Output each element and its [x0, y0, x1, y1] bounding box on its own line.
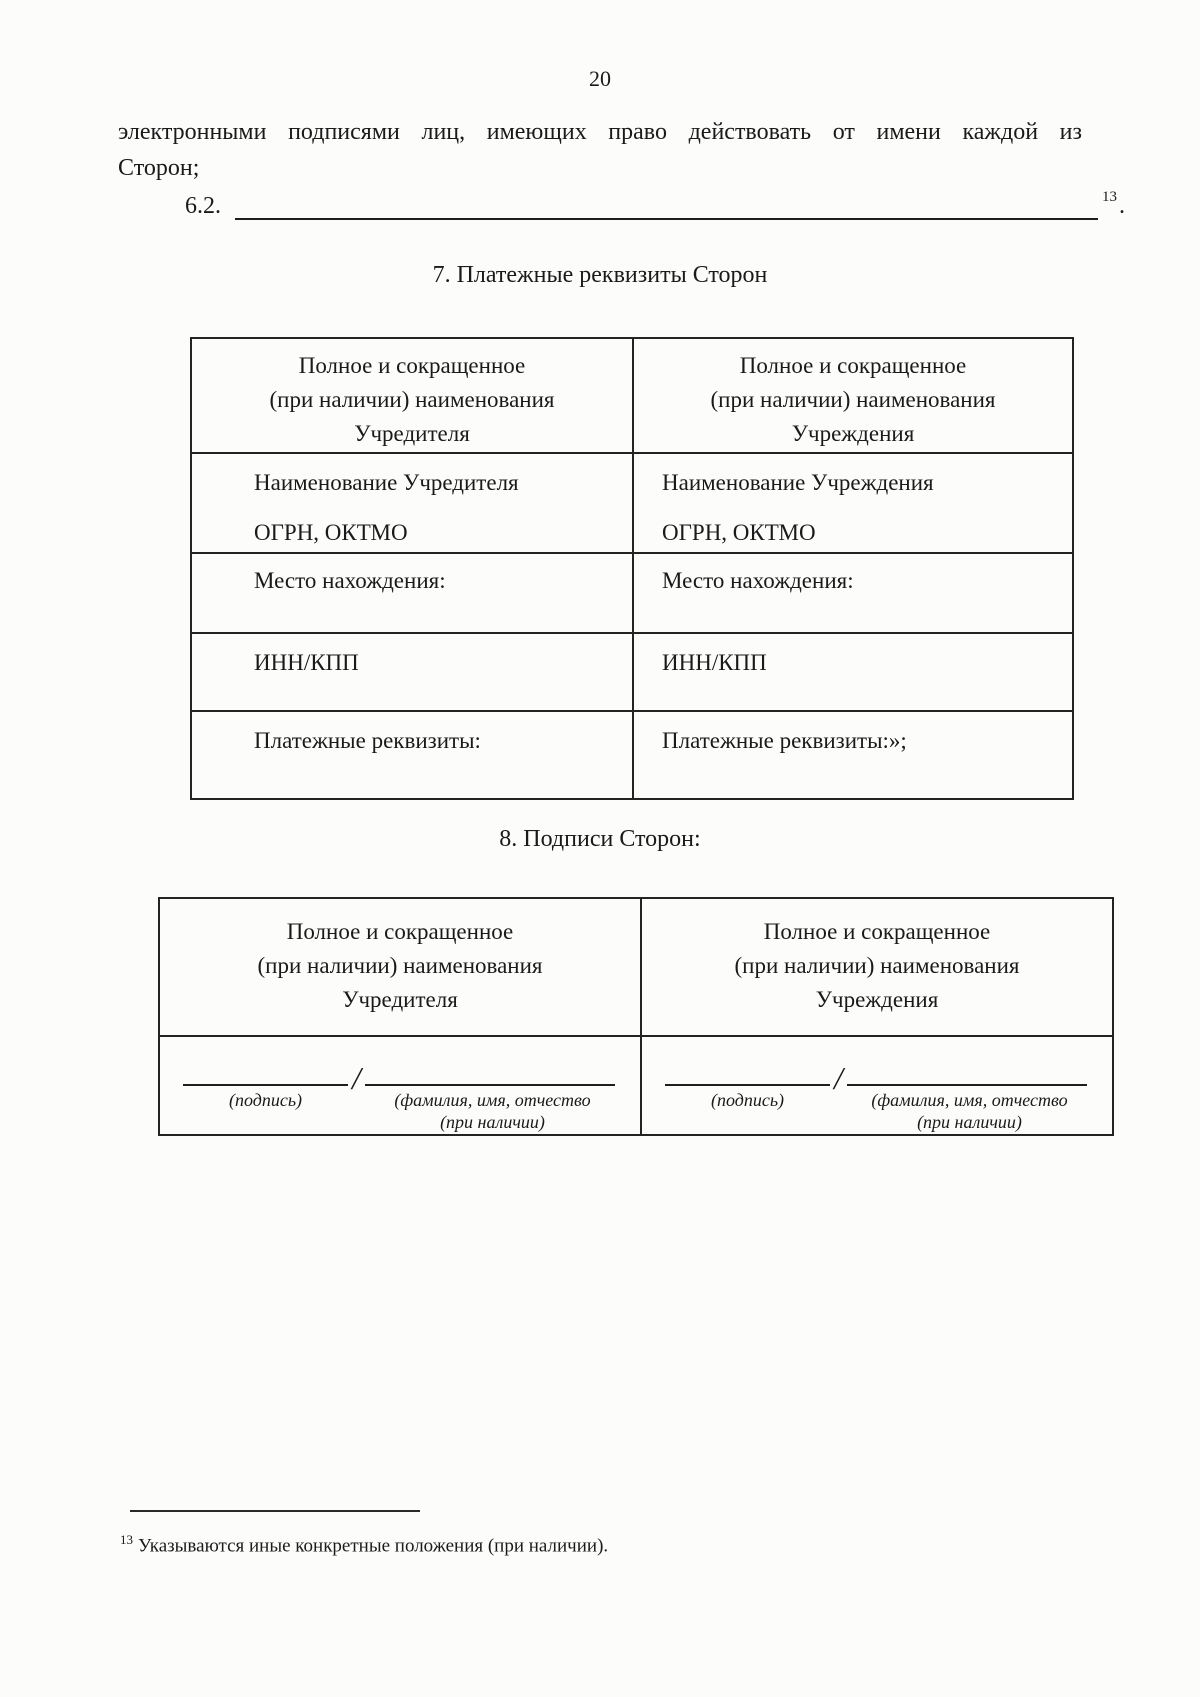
fullname-caption-line: (фамилия, имя, отчество [394, 1090, 591, 1110]
signature-lines: / [643, 1060, 1111, 1096]
cell-founder-inn: ИНН/КПП [190, 632, 634, 712]
fullname-caption-line: (при наличии) [917, 1112, 1022, 1132]
table-row: Наименование Учредителя ОГРН, ОКТМО Наим… [190, 452, 1074, 554]
cell-institution-signature: / (подпись) (фамилия, имя, отчество (при… [640, 1035, 1114, 1136]
signature-labels: (подпись) (фамилия, имя, отчество (при н… [643, 1086, 1111, 1133]
footnote-separator [130, 1510, 420, 1512]
table-header-row: Полное и сокращенное (при наличии) наиме… [158, 897, 1114, 1037]
header-line: Полное и сокращенное [286, 919, 514, 944]
section-7-title: 7. Платежные реквизиты Сторон [432, 262, 768, 288]
footnote-reference: 13 [1102, 189, 1117, 205]
paragraph-line: Сторон; [118, 155, 200, 181]
signature-caption: (подпись) [710, 1090, 785, 1110]
cell-founder-payment: Платежные реквизиты: [190, 710, 634, 800]
fullname-caption-line: (при наличии) [440, 1112, 545, 1132]
header-cell-institution: Полное и сокращенное (при наличии) наиме… [640, 897, 1114, 1037]
page-number: 20 [589, 66, 611, 91]
blank-fill-line [235, 190, 1098, 220]
header-line: (при наличии) наименования [734, 953, 1020, 978]
clause-number: 6.2. [185, 193, 221, 219]
section-8-title: 8. Подписи Сторон: [499, 826, 701, 852]
signature-labels: (подпись) (фамилия, имя, отчество (при н… [161, 1086, 639, 1133]
paragraph-line: электронными подписями лиц, имеющих прав… [118, 119, 1082, 145]
cell-line: Наименование Учредителя [254, 470, 519, 495]
slash-separator: / [352, 1060, 361, 1096]
footnote: 13 Указываются иные конкретные положения … [120, 1532, 608, 1557]
header-line: Полное и сокращенное [763, 919, 991, 944]
signatures-table: Полное и сокращенное (при наличии) наиме… [158, 897, 1114, 1136]
cell-line: ОГРН, ОКТМО [662, 520, 816, 545]
header-line: Учредителя [342, 987, 458, 1012]
fullname-fill-line [846, 1064, 1087, 1086]
clause-period: . [1119, 193, 1125, 219]
fullname-caption-line: (фамилия, имя, отчество [871, 1090, 1068, 1110]
signature-block: / (подпись) (фамилия, имя, отчество (при… [161, 1038, 639, 1133]
fullname-fill-line [364, 1064, 615, 1086]
cell-founder-signature: / (подпись) (фамилия, имя, отчество (при… [158, 1035, 642, 1136]
table-row: Платежные реквизиты: Платежные реквизиты… [190, 710, 1074, 800]
payment-details-table: Полное и сокращенное (при наличии) наиме… [190, 337, 1074, 800]
header-line: (при наличии) наименования [269, 387, 555, 412]
signature-fill-line [665, 1064, 830, 1086]
table-header-row: Полное и сокращенное (при наличии) наиме… [190, 337, 1074, 454]
cell-institution-inn: ИНН/КПП [632, 632, 1074, 712]
cell-line: ОГРН, ОКТМО [254, 520, 408, 545]
cell-founder-location: Место нахождения: [190, 552, 634, 634]
signature-caption: (подпись) [228, 1090, 303, 1110]
fullname-caption: (фамилия, имя, отчество (при наличии) [852, 1089, 1087, 1133]
cell-institution-name: Наименование Учреждения ОГРН, ОКТМО [632, 452, 1074, 554]
signature-block: / (подпись) (фамилия, имя, отчество (при… [643, 1038, 1111, 1133]
body-paragraph: электронными подписями лиц, имеющих прав… [118, 114, 1082, 186]
header-cell-founder: Полное и сокращенное (при наличии) наиме… [158, 897, 642, 1037]
cell-founder-name: Наименование Учредителя ОГРН, ОКТМО [190, 452, 634, 554]
header-line: Полное и сокращенное [298, 353, 526, 378]
header-cell-institution: Полное и сокращенное (при наличии) наиме… [632, 337, 1074, 454]
signature-lines: / [161, 1060, 639, 1096]
footnote-marker: 13 [120, 1532, 133, 1547]
signature-fill-line [183, 1064, 348, 1086]
header-line: Учреждения [791, 421, 915, 446]
cell-institution-location: Место нахождения: [632, 552, 1074, 634]
header-cell-founder: Полное и сокращенное (при наличии) наиме… [190, 337, 634, 454]
cell-line: Наименование Учреждения [662, 470, 934, 495]
clause-6-2: 6.2. 13 . [185, 189, 1125, 220]
table-row: Место нахождения: Место нахождения: [190, 552, 1074, 634]
footnote-text: Указываются иные конкретные положения (п… [138, 1535, 609, 1557]
header-line: (при наличии) наименования [257, 953, 543, 978]
header-line: Учреждения [815, 987, 939, 1012]
header-line: (при наличии) наименования [710, 387, 996, 412]
cell-institution-payment: Платежные реквизиты:»; [632, 710, 1074, 800]
slash-separator: / [834, 1060, 843, 1096]
signature-row: / (подпись) (фамилия, имя, отчество (при… [158, 1035, 1114, 1136]
header-line: Учредителя [354, 421, 470, 446]
fullname-caption: (фамилия, имя, отчество (при наличии) [370, 1089, 615, 1133]
header-line: Полное и сокращенное [739, 353, 967, 378]
table-row: ИНН/КПП ИНН/КПП [190, 632, 1074, 712]
